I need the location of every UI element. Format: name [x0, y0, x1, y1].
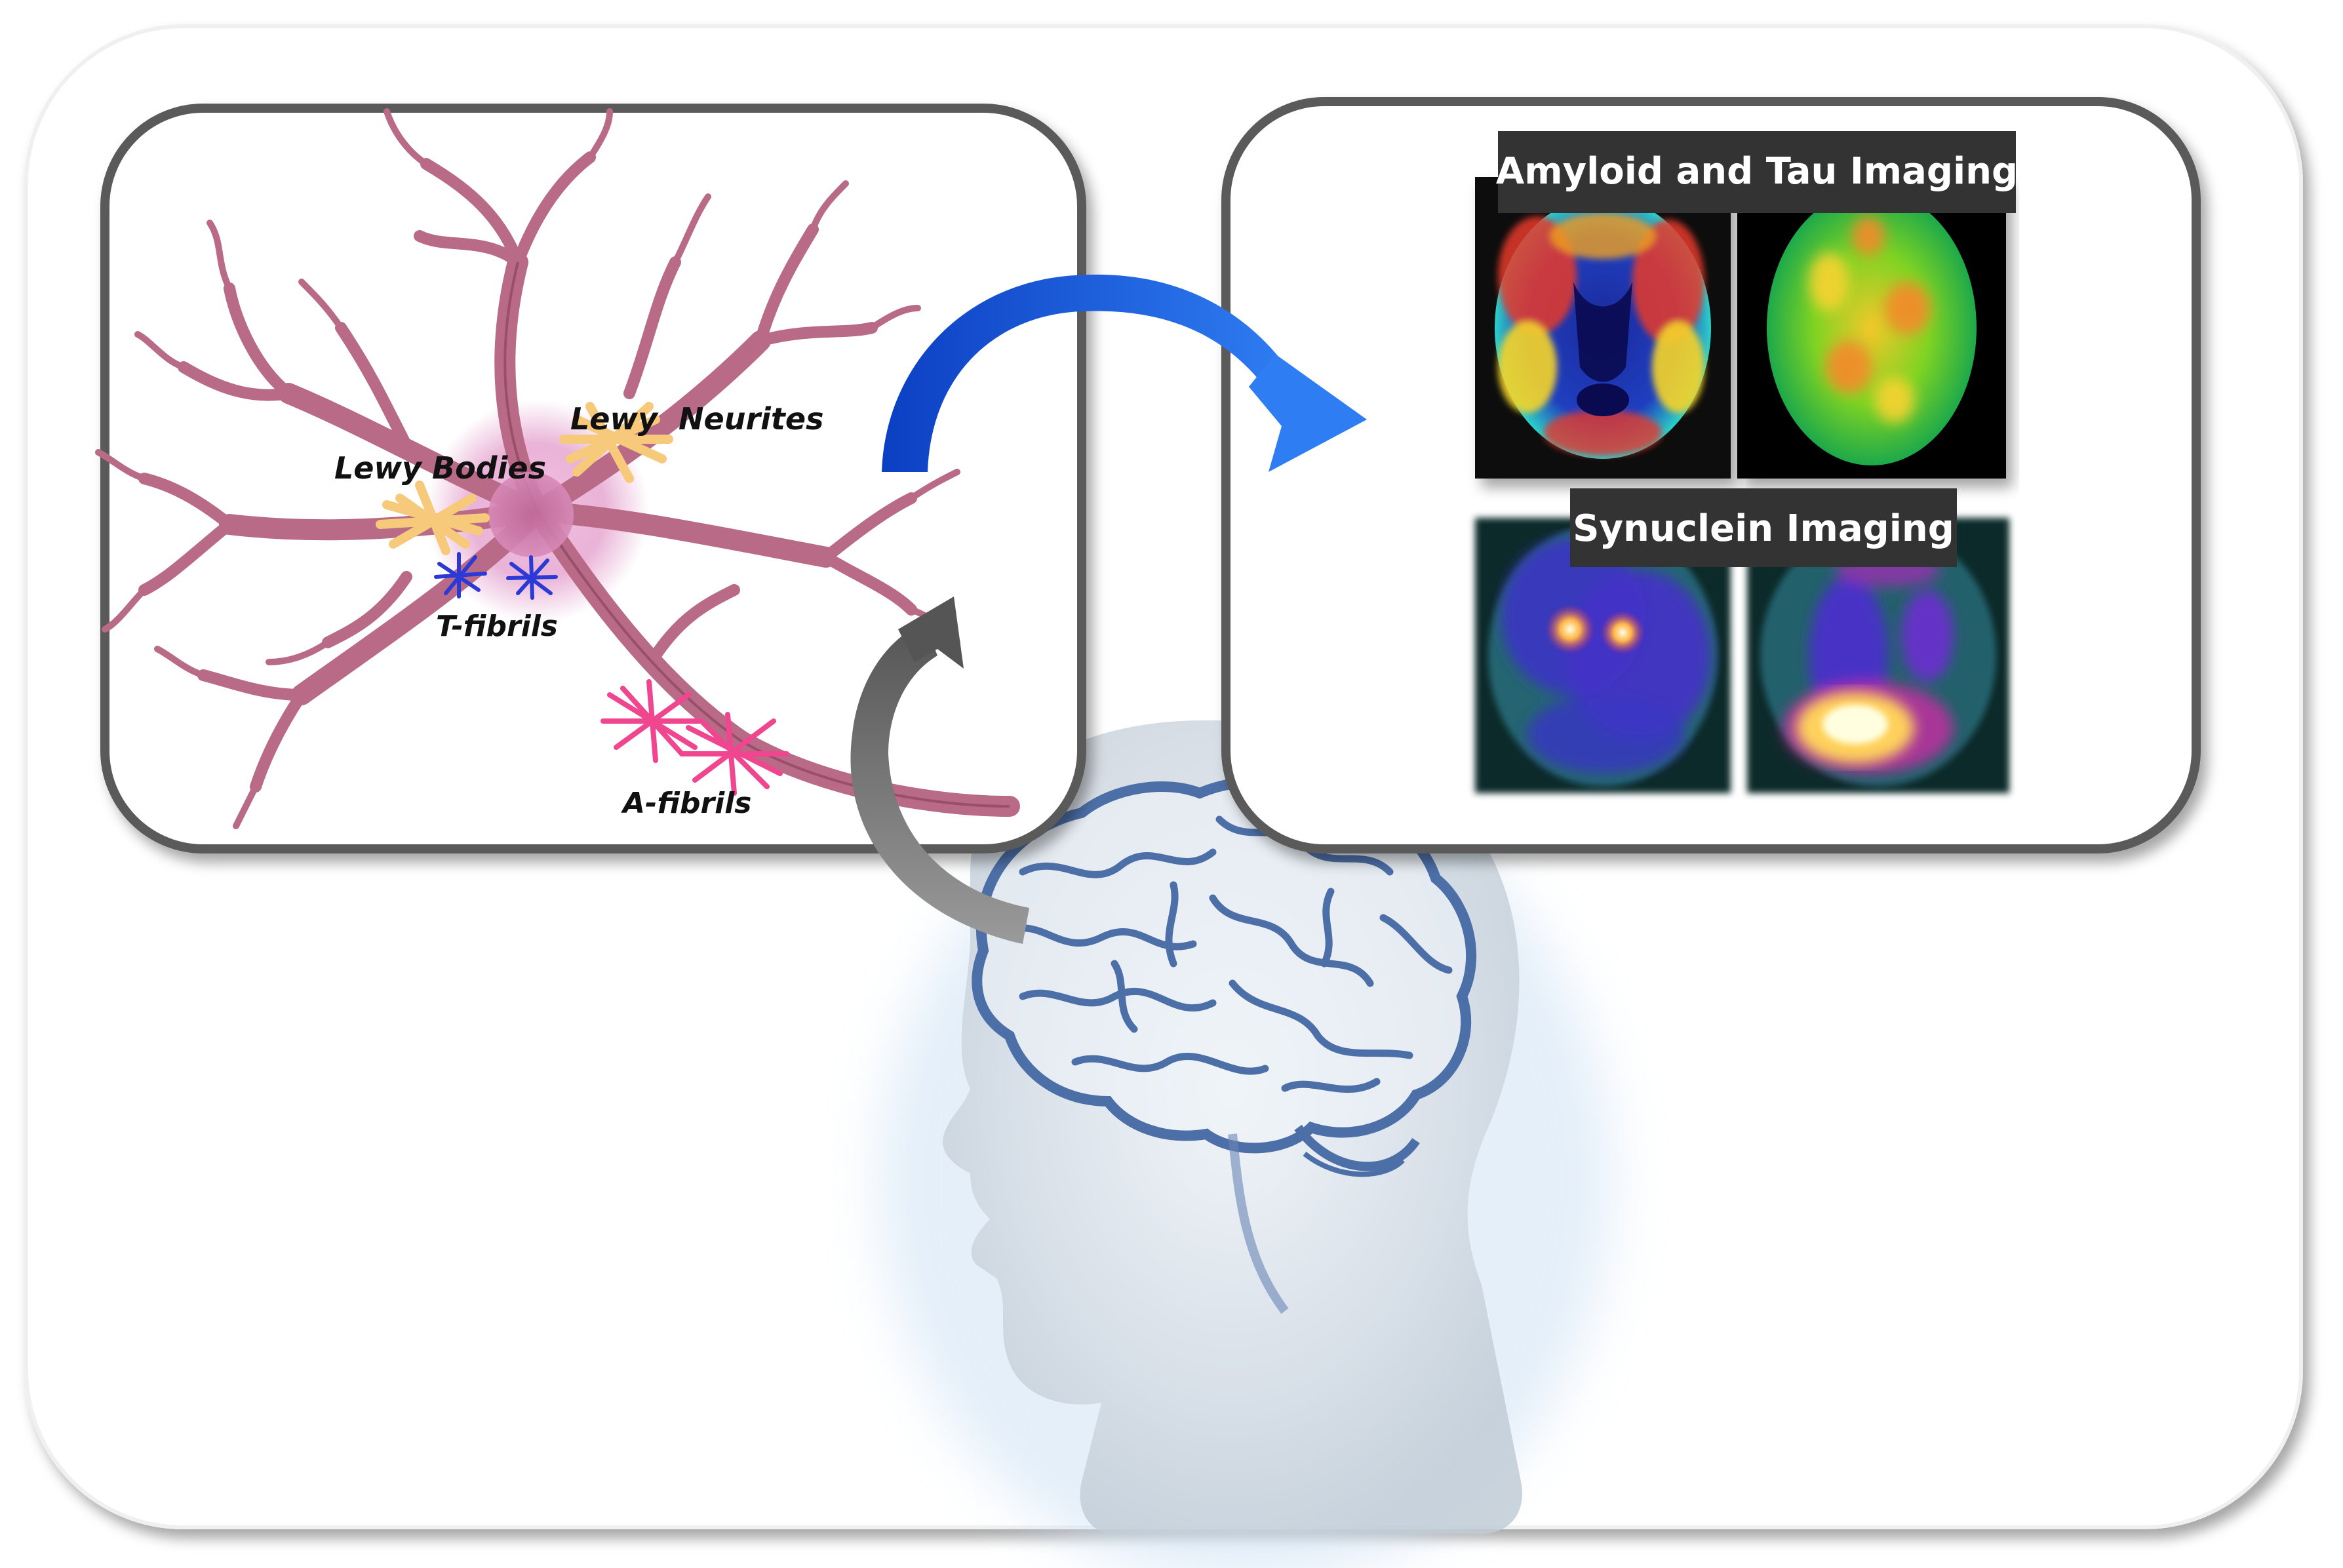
blue-arrow: [882, 274, 1367, 472]
synuclein-banner: [1570, 488, 1957, 567]
neuron-panel: Lewy Neurites Lewy Bodies T-fibrils A-fi…: [95, 104, 1086, 853]
lewy-bodies-marker: [376, 480, 490, 555]
amyloid-tau-banner: [1498, 131, 2016, 213]
head-and-brain: [878, 720, 1613, 1568]
neuron-illustration: [95, 108, 1020, 829]
amyloid-tau-title: Amyloid and Tau Imaging: [1496, 150, 2018, 193]
imaging-panel: Amyloid and Tau Imaging: [1221, 97, 2201, 853]
t-fibrils-marker: [434, 552, 558, 600]
a-fibrils-marker: [601, 679, 789, 796]
amyloid-pet-scan: [1475, 177, 1731, 479]
label-lewy-neurites: Lewy Neurites: [570, 401, 824, 437]
label-lewy-bodies: Lewy Bodies: [334, 450, 546, 486]
lewy-neurites-marker: [559, 402, 673, 483]
tau-pet-scan: [1737, 177, 2006, 479]
synuclein-title: Synuclein Imaging: [1573, 507, 1954, 550]
synuclein-scan-right: [1747, 518, 2009, 793]
label-t-fibrils: T-fibrils: [436, 610, 558, 643]
gray-arrow: [850, 597, 1029, 944]
label-a-fibrils: A-fibrils: [621, 787, 752, 820]
neuron-nucleus: [488, 472, 574, 557]
